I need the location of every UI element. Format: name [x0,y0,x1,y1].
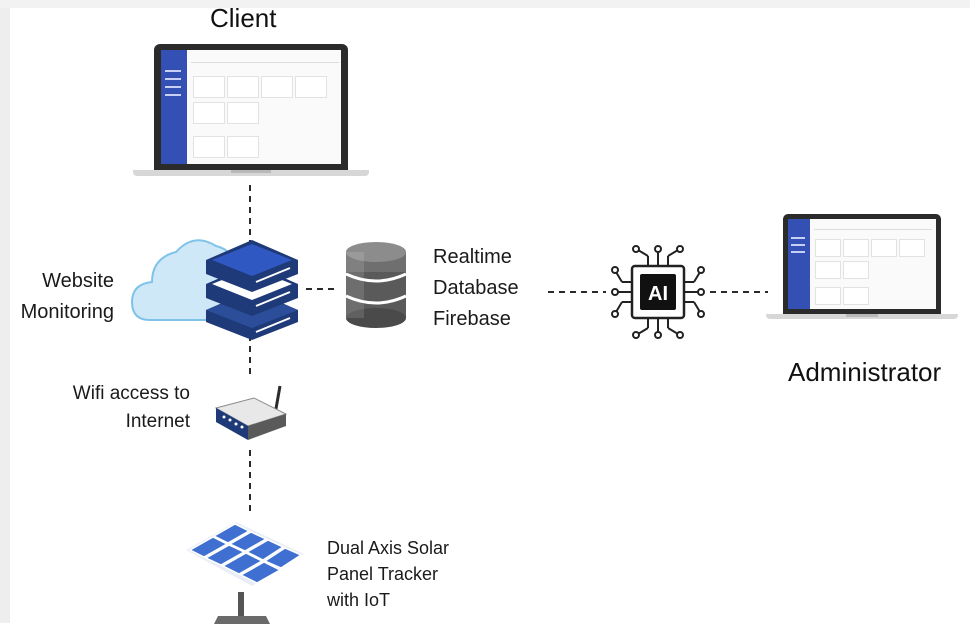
client-title: Client [210,3,277,33]
client-screen [161,50,341,164]
wifi-label: Wifi access to Internet [72,383,190,432]
database-label: Realtime Database Firebase [433,246,519,330]
frame-left-edge [0,0,10,623]
database-icon [345,242,407,328]
solar-label: Dual Axis Solar Panel Tracker with IoT [327,538,450,610]
client-laptop-icon [133,40,369,180]
admin-screen [788,219,936,309]
ai-chip-label: AI [648,283,668,305]
frame-top-edge [0,0,970,8]
wifi-router-icon [214,385,288,440]
website-monitoring-label: Website Monitoring [20,270,114,323]
administrator-title: Administrator [788,357,942,387]
ai-chip-icon: AI [611,245,705,339]
admin-laptop-icon [766,212,958,322]
server-icon [206,240,298,340]
solar-panel-icon [186,522,304,624]
